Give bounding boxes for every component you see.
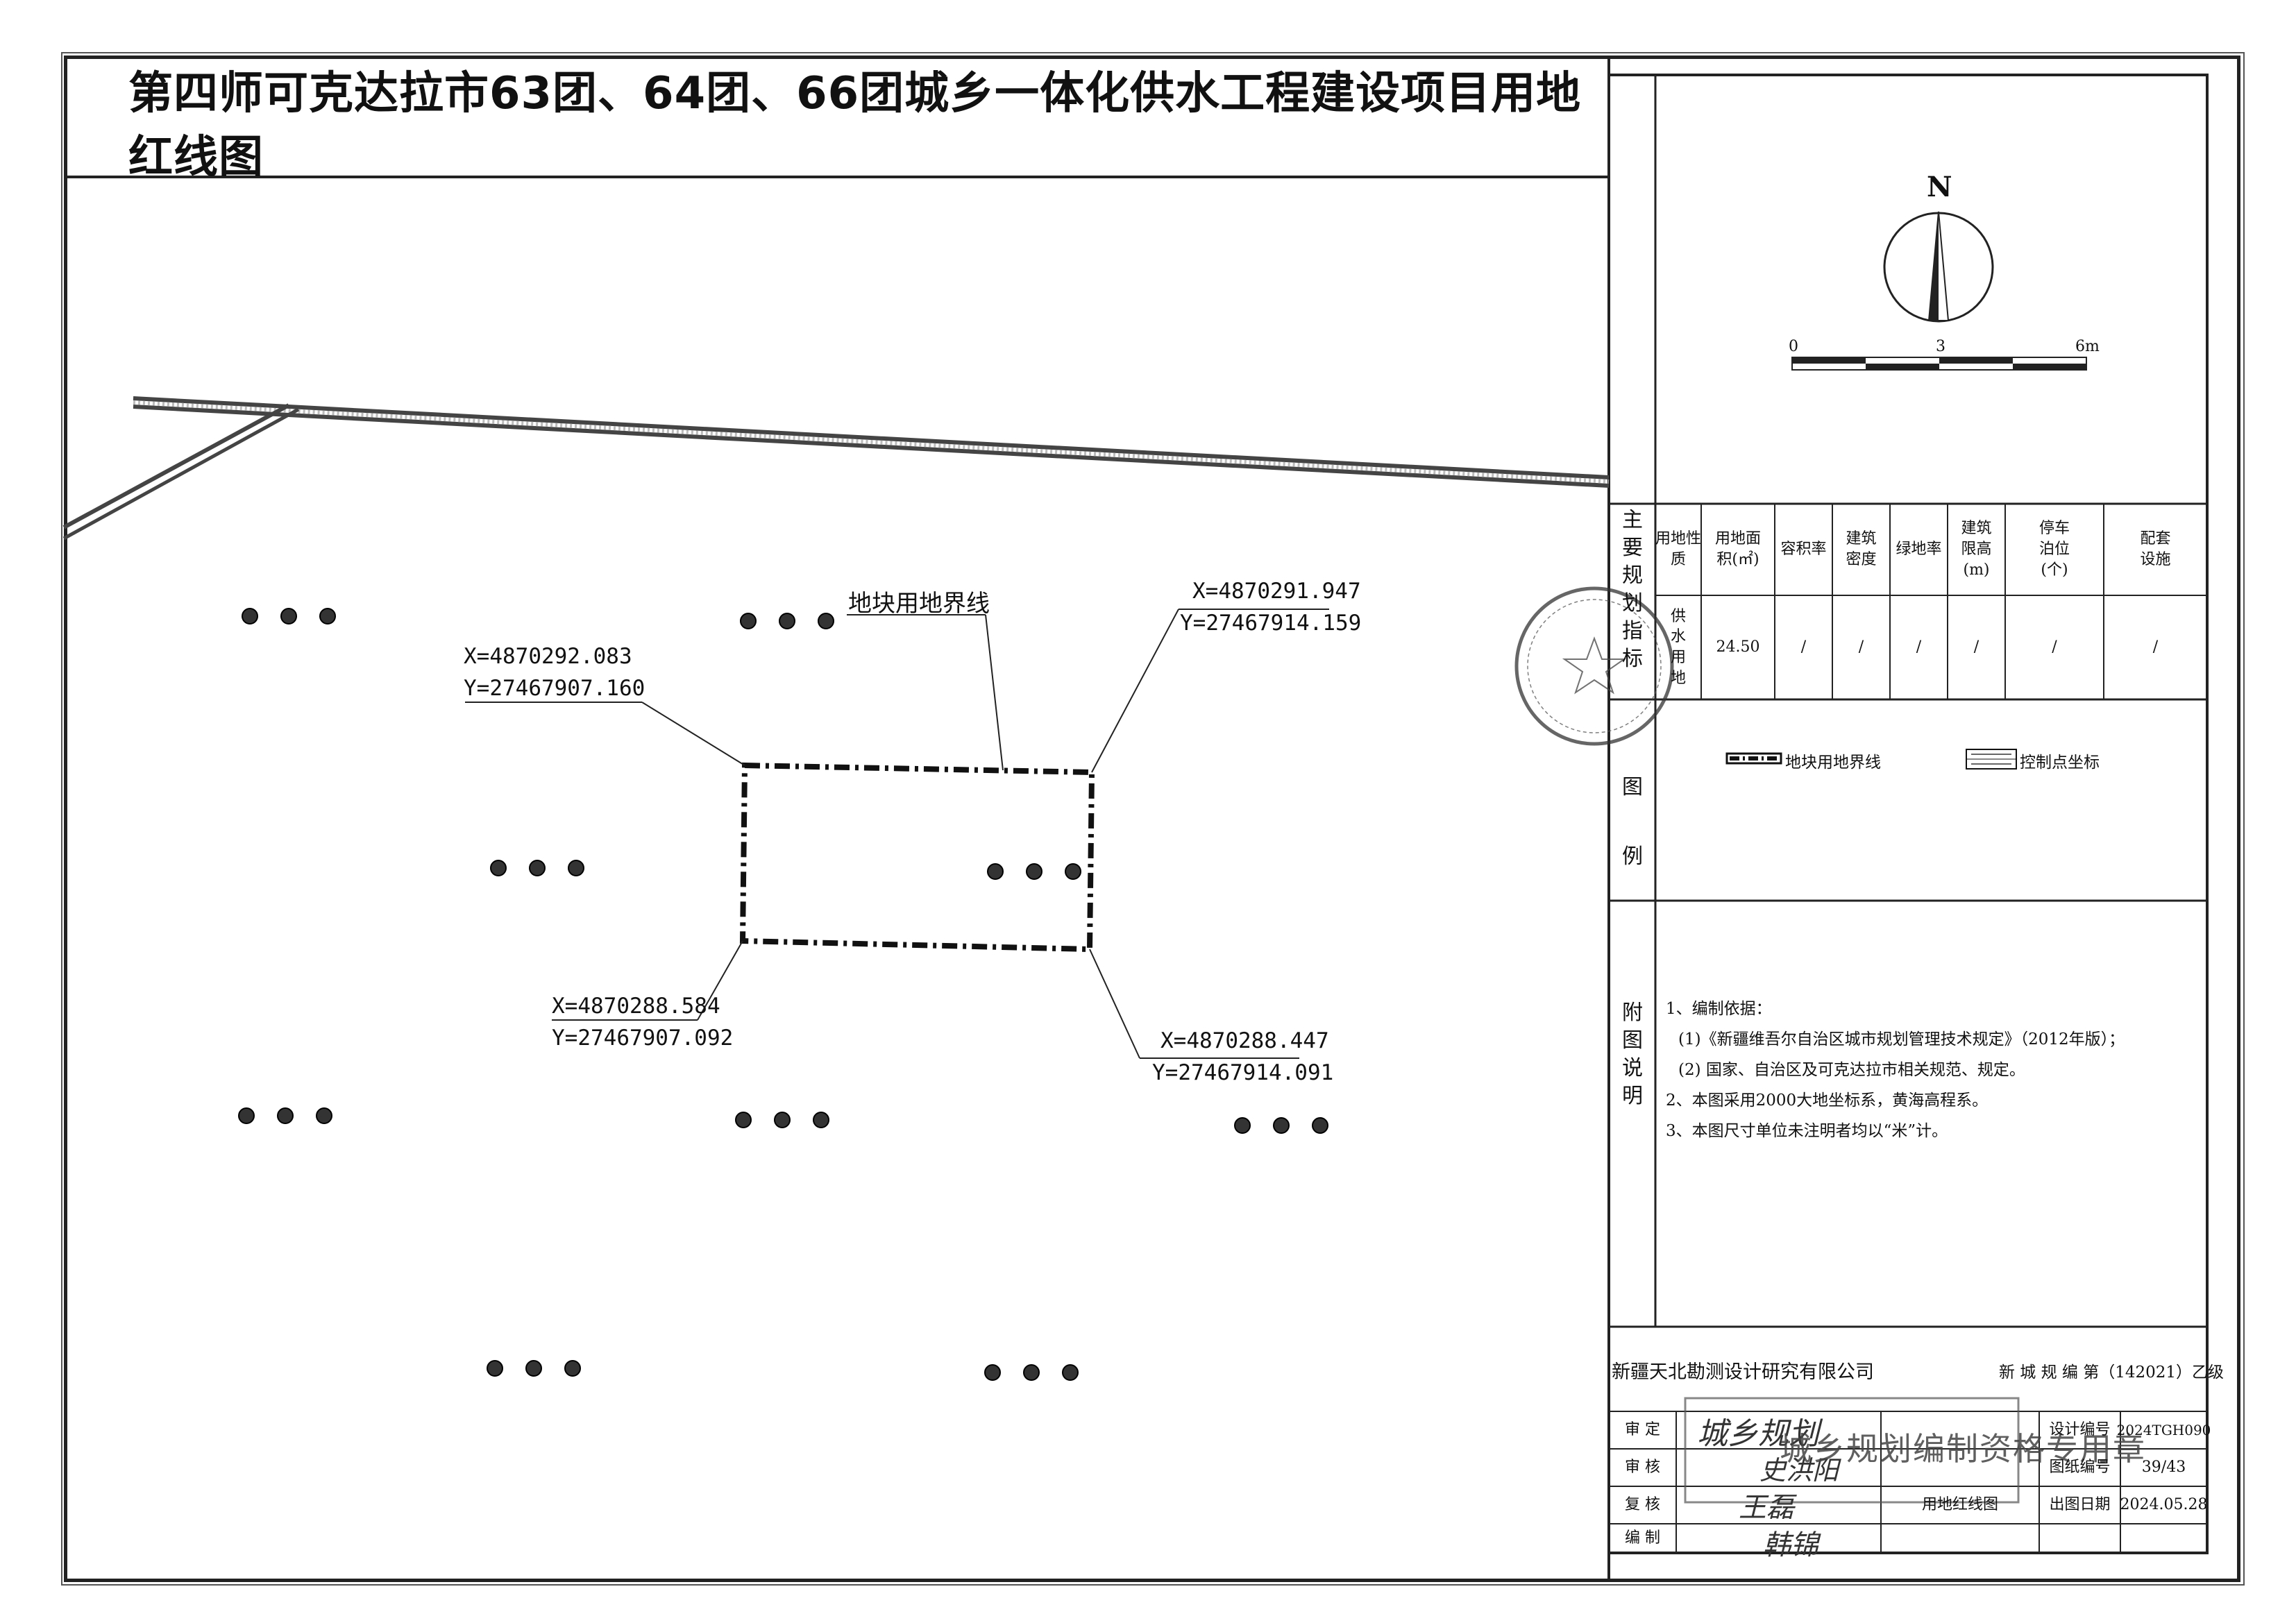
corner-ne-x: X=4870291.947	[1192, 579, 1361, 604]
qualification-stamp-frame	[1684, 1397, 2020, 1504]
drawing-title: 用地红线图	[1921, 1496, 1998, 1514]
value-green-rate: /	[1916, 638, 1922, 656]
scale-tick-6m: 6m	[2075, 338, 2100, 355]
corner-sw-x: X=4870288.584	[552, 994, 720, 1019]
design-no-label: 设计编号	[2049, 1421, 2111, 1439]
design-no: 2024TGH090	[2116, 1421, 2211, 1438]
date-label: 出图日期	[2049, 1496, 2111, 1514]
scale-tick-3: 3	[1936, 338, 1945, 355]
note-line-1: 1、编制依据：	[1666, 1000, 1772, 1018]
note-line-5: 3、本图尺寸单位未注明者均以“米”计。	[1666, 1122, 1948, 1140]
header-parking: 停车泊位(个)	[2038, 520, 2070, 579]
signature-approve: 城乡规划	[1697, 1416, 1819, 1452]
role-compile: 编 制	[1625, 1529, 1660, 1547]
value-far: /	[1800, 638, 1807, 656]
qualification-number: 新 城 规 编 第（142021）乙级	[1999, 1363, 2225, 1382]
legend-side-label: 图例	[1622, 775, 1643, 869]
value-parking: /	[2052, 638, 2057, 656]
header-building-density: 建筑密度	[1846, 530, 1877, 568]
notes-side-label: 附图说明	[1622, 1001, 1643, 1108]
note-line-2: (1)《新疆维吾尔自治区城市规划管理技术规定》（2012年版）；	[1678, 1030, 2125, 1048]
parcel-boundary	[739, 762, 1095, 953]
value-facilities: /	[2152, 638, 2159, 656]
header-height-limit: 建筑限高(m)	[1961, 520, 1992, 579]
note-line-3: (2) 国家、自治区及可克达拉市相关规范、规定。	[1678, 1061, 2025, 1079]
role-approve: 审 定	[1625, 1421, 1660, 1439]
header-far: 容积率	[1780, 541, 1827, 559]
boundary-label: 地块用地界线	[848, 590, 990, 618]
role-check: 复 核	[1625, 1496, 1660, 1514]
indicators-side-label: 主要规划指标	[1622, 508, 1643, 671]
corner-ne-y: Y=27467914.159	[1180, 611, 1362, 636]
corner-sw-y: Y=27467907.092	[552, 1026, 734, 1051]
signature-review: 史洪阳	[1759, 1455, 1839, 1486]
value-height-limit: /	[1973, 638, 1980, 656]
sheet-outer-frame	[61, 52, 2245, 1586]
well-dot-groups	[238, 608, 1328, 1381]
scale-tick-0: 0	[1789, 338, 1798, 355]
legend-boundary-symbol	[1725, 752, 1782, 765]
note-line-4: 2、本图采用2000大地坐标系，黄海高程系。	[1666, 1091, 1989, 1110]
corner-se-x: X=4870288.447	[1160, 1028, 1329, 1053]
value-land-area: 24.50	[1716, 638, 1760, 656]
signature-compile: 韩锦	[1763, 1529, 1818, 1561]
legend-control-point-text: 控制点坐标	[2020, 754, 2100, 772]
company-name: 新疆天北勘测设计研究有限公司	[1612, 1361, 1874, 1383]
corner-nw-x: X=4870292.083	[464, 644, 632, 669]
value-building-density: /	[1858, 638, 1864, 656]
legend-control-point-symbol	[1966, 749, 2017, 770]
header-facilities: 配套设施	[2140, 530, 2171, 568]
signature-check: 王磊	[1739, 1492, 1794, 1524]
header-land-use: 用地性质	[1655, 530, 1702, 568]
round-official-stamp	[1514, 586, 1674, 746]
value-land-use: 供水用地	[1670, 607, 1686, 687]
sheet-no-label: 图纸编号	[2049, 1459, 2111, 1477]
corner-nw-y: Y=27467907.160	[464, 676, 645, 701]
north-label: N	[1927, 171, 1952, 203]
date: 2024.05.28	[2120, 1496, 2208, 1514]
corner-se-y: Y=27467914.091	[1152, 1060, 1334, 1085]
header-green-rate: 绿地率	[1896, 541, 1942, 559]
page-title: 第四师可克达拉市63团、64团、66团城乡一体化供水工程建设项目用地红线图	[128, 68, 1582, 183]
role-review: 审 核	[1625, 1459, 1660, 1477]
qualification-stamp-text: 城乡规划编制资格专用章	[1780, 1430, 2146, 1468]
header-land-area: 用地面积(㎡)	[1715, 530, 1762, 568]
scale-bar	[1791, 357, 2087, 371]
legend-boundary-text: 地块用地界线	[1785, 754, 1881, 772]
sheet-no: 39/43	[2141, 1459, 2186, 1477]
north-arrow-icon	[1883, 211, 1994, 323]
